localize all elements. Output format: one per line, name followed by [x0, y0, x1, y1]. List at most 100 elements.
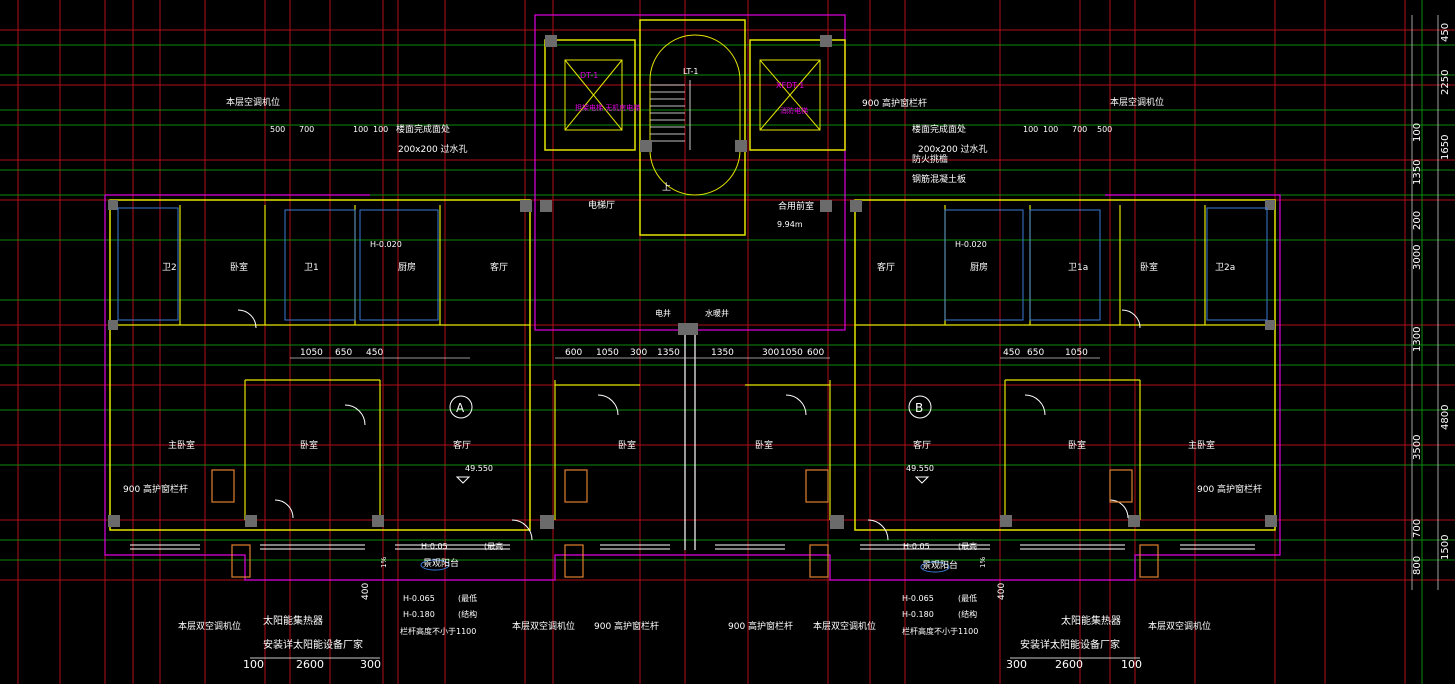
room-label: 卫2a	[1215, 263, 1235, 273]
dim-text: 2600	[1055, 658, 1083, 671]
guard-rail-note: 900 高护窗栏杆	[862, 97, 927, 109]
floor-level-note: 楼面完成面处	[912, 123, 966, 135]
right-dimension-column: 4502250100135016502003000130048003500700…	[1412, 23, 1451, 575]
door-swing	[344, 404, 366, 426]
room-label: 卧室	[755, 439, 773, 451]
room-label: 主卧室	[168, 439, 195, 451]
door-swing	[1024, 394, 1046, 416]
structural-column	[540, 200, 552, 212]
dim-text: 100	[1121, 658, 1142, 671]
concrete-note: 钢筋混凝土板	[912, 173, 966, 185]
dim-700: 700	[299, 125, 314, 134]
ac-unit	[231, 544, 251, 578]
ac-note: 本层双空调机位	[178, 620, 241, 632]
stair-core	[639, 19, 746, 236]
ac-unit	[564, 469, 588, 503]
structural-column	[678, 323, 698, 335]
door-swing	[597, 394, 619, 416]
room-label: 卫2	[162, 263, 177, 273]
room-label: 主卧室	[1188, 439, 1215, 451]
dim-text: 100	[243, 658, 264, 671]
level-note: H-0.180	[902, 610, 934, 619]
level-note: H-0.05	[903, 542, 930, 551]
level-marker	[914, 476, 930, 484]
install-note: 安装详太阳能设备厂家	[1020, 638, 1120, 651]
level-note: (结构	[458, 609, 477, 619]
structural-column	[830, 515, 844, 529]
level-note: H-0.065	[403, 594, 435, 603]
dim-text: 300	[1006, 658, 1027, 671]
door-swing	[867, 519, 889, 541]
unit-a-envelope	[109, 199, 531, 531]
dim-text: 2250	[1440, 70, 1451, 95]
dim-400: 400	[361, 583, 371, 600]
ac-note: 本层双空调机位	[512, 620, 575, 632]
elevation-value: 49.550	[906, 464, 934, 473]
door-swing	[274, 499, 294, 519]
elevator-car-xf	[759, 59, 821, 131]
dim-100: 100	[353, 125, 368, 134]
ac-unit	[1139, 544, 1159, 578]
elevator-shaft-d	[544, 39, 636, 151]
ac-note: 本层双空调机位	[813, 620, 876, 632]
structural-column	[108, 200, 118, 210]
building-outline	[104, 194, 1281, 581]
level-note: H-0.020	[370, 240, 402, 249]
dim-500: 500	[1097, 125, 1112, 134]
door-swing	[237, 309, 257, 329]
hole-note: 200x200 过水孔	[398, 143, 468, 155]
room-label: 卧室	[230, 261, 248, 273]
door-swing	[1121, 309, 1141, 329]
slope-note: 1%	[380, 557, 388, 568]
dim-text: 1050	[1065, 348, 1088, 358]
core-outline	[534, 14, 846, 331]
floor-level-note: 楼面完成面处	[396, 123, 450, 135]
dim-text: 450	[1003, 348, 1020, 358]
ac-label-unit-a: 本层空调机位	[226, 96, 280, 108]
stair-arc	[649, 34, 741, 150]
structural-column	[640, 140, 652, 152]
elevator-xf-label: XFDT-1	[776, 81, 804, 90]
install-note: 安装详太阳能设备厂家	[263, 638, 363, 651]
dim-text: 650	[1027, 348, 1044, 358]
room-label: 客厅	[490, 261, 508, 273]
dim-100: 100	[1023, 125, 1038, 134]
dim-text: 1350	[657, 348, 680, 358]
ac-unit	[1109, 469, 1133, 503]
level-note: H-0.05	[421, 542, 448, 551]
ac-unit	[809, 544, 829, 578]
level-note: (最高	[958, 541, 977, 551]
structural-column	[850, 200, 862, 212]
structural-column	[1265, 200, 1275, 210]
level-note: H-0.065	[902, 594, 934, 603]
toilet-room	[1029, 209, 1101, 321]
elevation-value: 49.550	[465, 464, 493, 473]
elevator-hall-label: 电梯厅	[588, 199, 615, 211]
room-label: 客厅	[453, 439, 471, 451]
structural-column	[820, 200, 832, 212]
room-label: 卫1a	[1068, 263, 1088, 273]
door-swing	[511, 519, 533, 541]
shared-anteroom-label: 合用前室	[778, 200, 814, 212]
door-swing	[785, 394, 807, 416]
level-note: (最高	[484, 541, 503, 551]
unit-a-mark: A	[456, 401, 465, 415]
balcony-label: 景观阳台	[423, 557, 459, 569]
structural-column	[372, 515, 384, 527]
dim-700: 700	[1072, 125, 1087, 134]
dim-text: 600	[565, 348, 582, 358]
level-note: (最低	[958, 593, 977, 603]
ac-unit	[211, 469, 235, 503]
room-label: 卫1	[304, 263, 319, 273]
unit-b-mark-circle	[908, 395, 932, 419]
dim-text: 300	[360, 658, 381, 671]
room-label: 客厅	[877, 261, 895, 273]
solar-note: 太阳能集热器	[1061, 614, 1121, 627]
toilet-room	[117, 207, 179, 321]
dim-text: 300	[630, 348, 647, 358]
dim-text: 1300	[1412, 327, 1423, 352]
dim-100: 100	[373, 125, 388, 134]
room-label: 卧室	[618, 439, 636, 451]
